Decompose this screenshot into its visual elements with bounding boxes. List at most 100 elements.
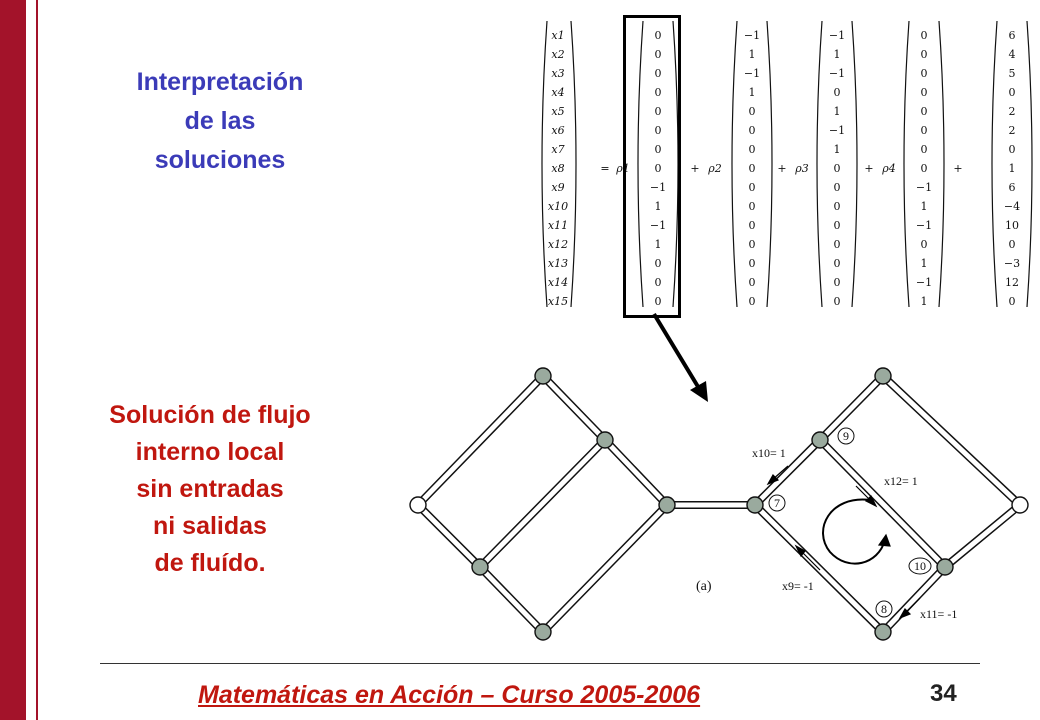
equation-operator: +	[953, 162, 962, 175]
variable-x4: x4	[551, 86, 564, 99]
variable-x11: x11	[548, 219, 568, 232]
vector-4-entry: 0	[921, 124, 928, 137]
vector-5-entry: −4	[1004, 200, 1020, 213]
vector-2-entry: 0	[749, 219, 756, 232]
network-node	[811, 431, 829, 449]
vector-1-entry: 0	[655, 276, 662, 289]
flow-label-x11: x11= -1	[920, 607, 957, 621]
vector-5-entry: 6	[1009, 181, 1016, 194]
vector-3-entry: 0	[834, 86, 841, 99]
vector-1-entry: 0	[655, 257, 662, 270]
vector-5-entry: 5	[1009, 67, 1016, 80]
vector-3-entry: 1	[834, 143, 841, 156]
vector-2-entry: 0	[749, 124, 756, 137]
vector-4-entry: 0	[921, 105, 928, 118]
vector-2-entry: 0	[749, 238, 756, 251]
vector-5-entry: 2	[1009, 124, 1016, 137]
vector-1-entry: 0	[655, 29, 662, 42]
vector-4-entry: −1	[916, 276, 932, 289]
footer-title: Matemáticas en Acción – Curso 2005-2006	[198, 681, 701, 709]
right-bracket	[851, 20, 858, 308]
variable-x3: x3	[551, 67, 564, 80]
pointer-arrow	[652, 312, 708, 402]
right-bracket	[1026, 20, 1033, 308]
vector-2-entry: 0	[749, 162, 756, 175]
network-node	[596, 431, 614, 449]
vector-4-entry: 1	[921, 257, 928, 270]
right-bracket	[938, 20, 945, 308]
coefficient-1: ρ1	[615, 162, 629, 175]
vector-1-entry: 0	[655, 143, 662, 156]
network-node	[534, 623, 552, 641]
pipe-edge-inner	[881, 565, 947, 634]
vector-5-entry: 2	[1009, 105, 1016, 118]
variable-x6: x6	[551, 124, 564, 137]
vector-3-entry: 1	[834, 48, 841, 61]
vector-4-entry: 1	[921, 200, 928, 213]
page-number: 34	[930, 680, 957, 707]
left-bracket	[637, 20, 644, 308]
vector-5-entry: 12	[1005, 276, 1019, 289]
vector-1-entry: 0	[655, 105, 662, 118]
vector-4-entry: 0	[921, 67, 928, 80]
node-label-7: 7	[774, 496, 780, 510]
variable-x5: x5	[551, 105, 564, 118]
right-bracket	[766, 20, 773, 308]
variable-x13: x13	[548, 257, 568, 270]
vector-1-entry: 0	[655, 48, 662, 61]
variable-x8: x8	[551, 162, 564, 175]
description-line-1: Solución de flujo	[109, 401, 311, 429]
vector-5-entry: −3	[1004, 257, 1020, 270]
vector-2-entry: 1	[749, 48, 756, 61]
description-line-3: sin entradas	[136, 475, 284, 503]
pipe-edge-inner	[416, 503, 482, 569]
solution-description: Solución de flujo interno local sin entr…	[60, 397, 360, 582]
vector-4-entry: −1	[916, 219, 932, 232]
vector-2-entry: −1	[744, 67, 760, 80]
node-label-ring-9	[837, 427, 855, 445]
diagram-caption: (a)	[696, 579, 712, 594]
left-accent-bar	[0, 0, 26, 720]
node-label-ring-7	[768, 494, 786, 512]
vector-5-entry: 0	[1009, 295, 1016, 308]
vector-5-entry: 0	[1009, 238, 1016, 251]
equation-operator: =	[600, 162, 609, 175]
vector-3-entry: 0	[834, 200, 841, 213]
vector-4-entry: 0	[921, 238, 928, 251]
coefficient-3: ρ3	[794, 162, 808, 175]
variable-x9: x9	[551, 181, 564, 194]
equation-svg: x1x2x3x4x5x6x7x8x9x10x11x12x13x14x150000…	[541, 20, 1033, 308]
highlighted-vector-box	[623, 15, 681, 318]
variable-x7: x7	[551, 143, 564, 156]
vector-3-entry: 0	[834, 295, 841, 308]
network-node	[874, 623, 892, 641]
description-line-4: ni salidas	[153, 512, 267, 540]
vector-4-entry: 1	[921, 295, 928, 308]
left-bracket	[991, 20, 998, 308]
vector-1-entry: 0	[655, 86, 662, 99]
left-accent-line	[36, 0, 38, 720]
variable-x1: x1	[551, 29, 564, 42]
flow-label-x9: x9= -1	[782, 579, 814, 593]
vector-4-entry: 0	[921, 48, 928, 61]
network-node	[936, 558, 954, 576]
network-node	[658, 496, 676, 514]
vector-1-entry: 1	[655, 238, 662, 251]
left-bracket	[731, 20, 738, 308]
footer-divider	[100, 663, 980, 664]
left-bracket	[816, 20, 823, 308]
vector-2-entry: 0	[749, 105, 756, 118]
vector-1-entry: 0	[655, 124, 662, 137]
vector-2-entry: 0	[749, 181, 756, 194]
vector-2-entry: 0	[749, 276, 756, 289]
equation-operator: +	[690, 162, 699, 175]
network-diagram: 9 7 10 8 x10= 1 x12= 1 x9= -1 x11= -1 (a…	[409, 367, 1029, 641]
node-label-ring-8	[875, 600, 893, 618]
vector-4-entry: 0	[921, 29, 928, 42]
network-node	[746, 496, 764, 514]
vector-2-entry: 0	[749, 295, 756, 308]
vector-2-entry: −1	[744, 29, 760, 42]
vector-4-entry: 0	[921, 143, 928, 156]
variable-x15: x15	[548, 295, 568, 308]
